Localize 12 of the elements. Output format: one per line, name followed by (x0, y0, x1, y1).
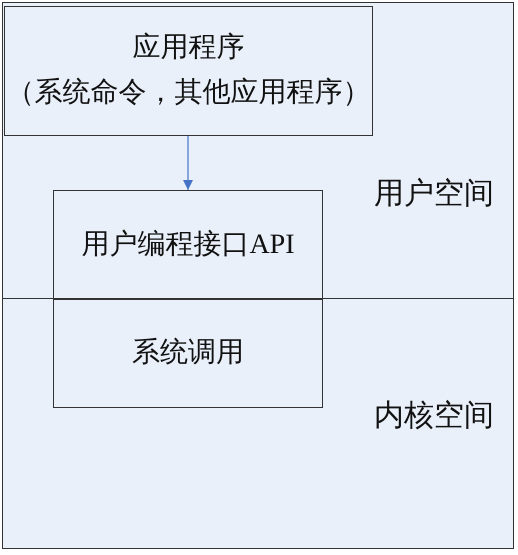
process-box (53, 190, 323, 300)
process-box (4, 6, 373, 136)
region-label: 用户空间 (374, 176, 494, 212)
box-label: 用户编程接口API (81, 228, 295, 262)
region-band (2, 2, 514, 299)
box-label: （系统命令，其他应用程序） (6, 76, 370, 110)
box-label: 系统调用 (132, 336, 244, 370)
region-label: 内核空间 (374, 398, 494, 434)
box-label: 应用程序 (132, 31, 244, 66)
process-box (53, 299, 323, 408)
region-band (2, 298, 514, 549)
arrow (183, 136, 193, 190)
